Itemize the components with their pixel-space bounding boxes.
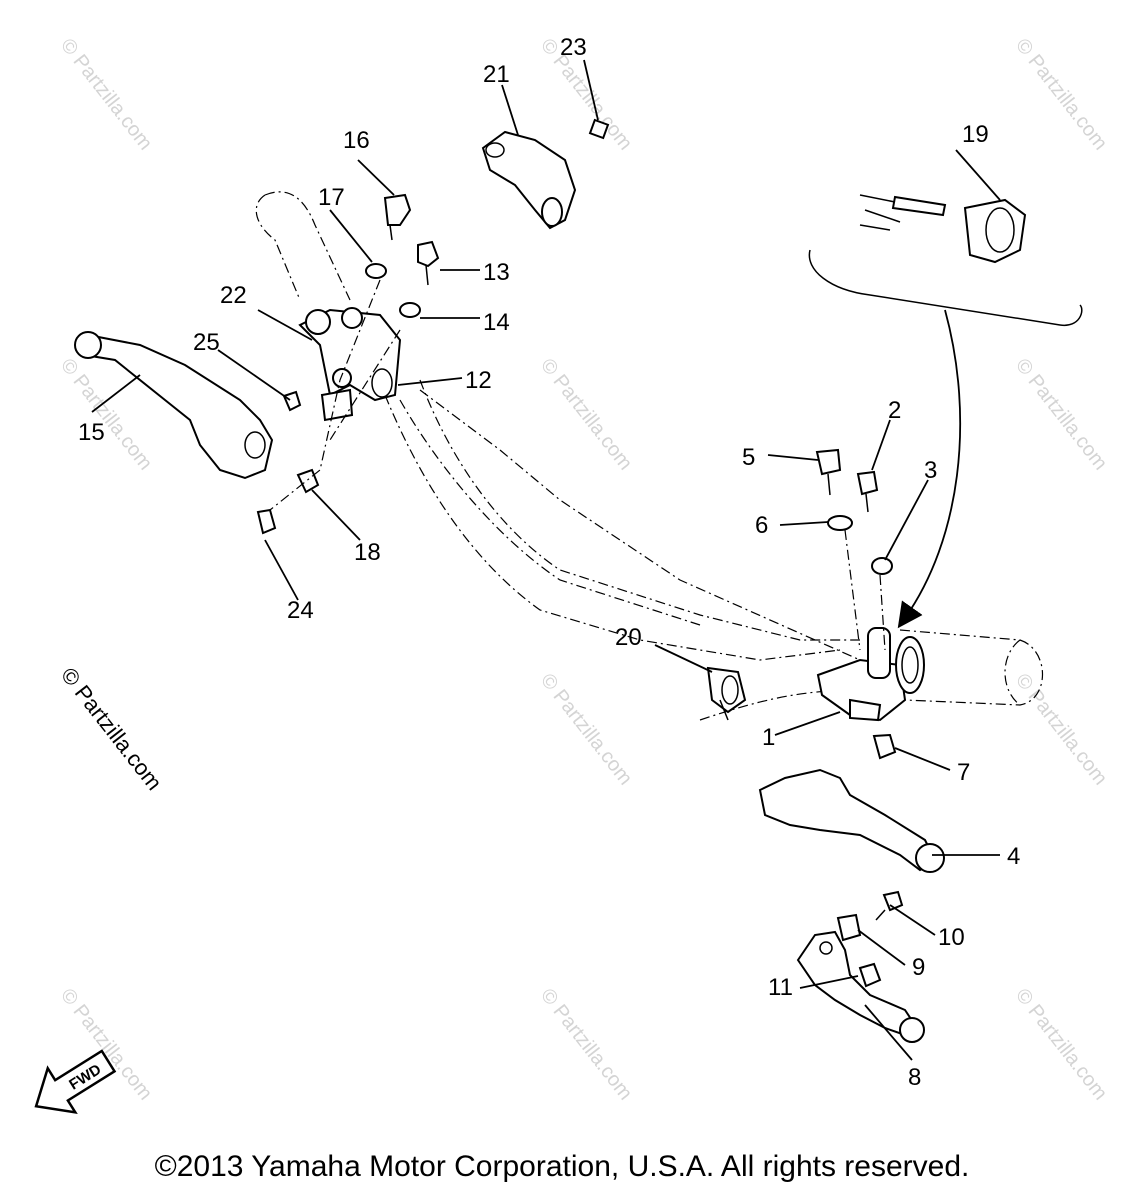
callout-19: 19 [962,121,989,148]
callout-23: 23 [560,34,587,61]
watermark: © Partzilla.com [1011,35,1111,155]
callout-6: 6 [755,512,768,539]
callout-5: 5 [742,444,755,471]
callout-17: 17 [318,184,345,211]
watermark: © Partzilla.com [536,985,636,1105]
watermark: © Partzilla.com [536,670,636,790]
side-watermark: © Partzilla.com [56,663,167,795]
fasteners [256,118,904,988]
callout-12: 12 [465,367,492,394]
watermark: © Partzilla.com [536,355,636,475]
brake-lever-part-4 [758,768,945,873]
watermark: © Partzilla.com [1011,670,1111,790]
callout-4: 4 [1007,843,1020,870]
cable-clamp-part-20 [706,666,747,721]
callout-labels: 1 2 3 4 5 6 7 8 9 10 11 12 13 14 15 16 1… [78,34,1020,1091]
lever-holder-part-12 [298,307,402,422]
callout-15: 15 [78,419,105,446]
handlebar-outline [255,191,1043,721]
callout-8: 8 [908,1064,921,1091]
assembly-guide-lines [269,279,886,651]
callout-13: 13 [483,259,510,286]
assembly-arrow [897,309,962,629]
clutch-holder-part-1 [816,627,925,722]
callout-11: 11 [768,974,793,1001]
callout-22: 22 [220,282,247,309]
switch-part-19 [808,194,1083,326]
lever-part-8 [796,930,925,1043]
callout-16: 16 [343,127,370,154]
watermark: © Partzilla.com [56,35,156,155]
watermark: © Partzilla.com [1011,985,1111,1105]
callout-9: 9 [912,954,925,981]
callout-24: 24 [287,597,314,624]
callout-21: 21 [483,61,510,88]
callout-20: 20 [615,624,642,651]
copyright-notice: ©2013 Yamaha Motor Corporation, U.S.A. A… [154,1150,970,1183]
watermark: © Partzilla.com [1011,355,1111,475]
callout-14: 14 [483,309,510,336]
callout-2: 2 [888,397,901,424]
callout-3: 3 [924,457,937,484]
callout-7: 7 [957,759,970,786]
callout-1: 1 [762,724,775,751]
clutch-lever-part-15 [74,331,274,480]
callout-10: 10 [938,924,965,951]
callout-18: 18 [354,539,381,566]
cover-part-21 [481,130,577,230]
callout-25: 25 [193,329,220,356]
leader-lines [91,59,1001,1061]
